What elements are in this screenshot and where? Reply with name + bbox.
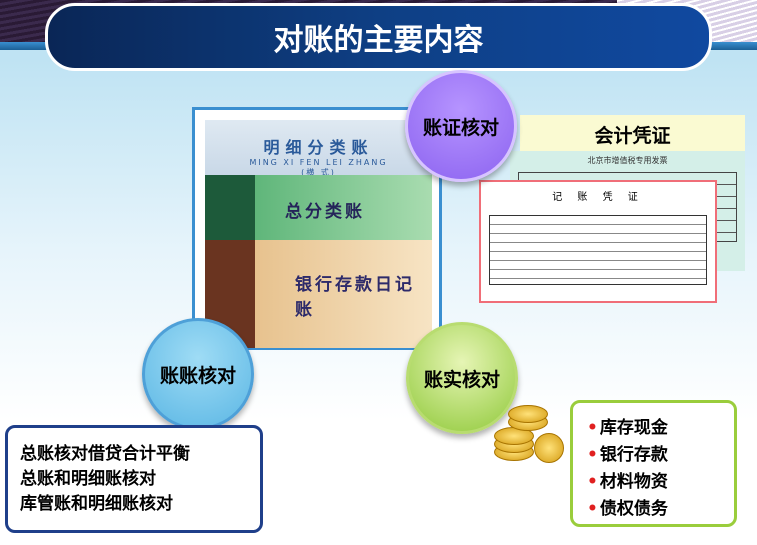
general-ledger-title: 总分类账 xyxy=(285,202,365,222)
coins-icon xyxy=(494,405,574,465)
ledger-check-circle: 账账核对 xyxy=(142,318,254,430)
slide-title: 对账的主要内容 xyxy=(45,3,712,71)
detail-ledger-book: 明细分类账 MING XI FEN LEI ZHANG (横 式) xyxy=(205,120,432,182)
list-item: 总账核对借贷合计平衡 xyxy=(20,444,190,464)
list-item: •债权债务 xyxy=(587,496,720,523)
detail-ledger-title: 明细分类账 xyxy=(263,138,374,157)
voucher-check-circle: 账证核对 xyxy=(405,70,517,182)
list-item-label: 材料物资 xyxy=(599,472,668,492)
detail-ledger-sub: (横 式) xyxy=(301,168,336,177)
bullet-icon: • xyxy=(587,472,598,492)
bank-journal-title: 银行存款日记账 xyxy=(295,275,415,320)
physical-check-circle: 账实核对 xyxy=(406,322,518,434)
ledger-books-image: 明细分类账 MING XI FEN LEI ZHANG (横 式) 总分类账 银… xyxy=(192,107,442,350)
general-ledger-book: 总分类账 xyxy=(205,175,432,240)
list-item: •银行存款 xyxy=(587,442,720,469)
voucher-grid xyxy=(489,215,707,285)
list-item: 库管账和明细账核对 xyxy=(20,494,173,514)
list-item: •材料物资 xyxy=(587,469,720,496)
list-item-label: 库存现金 xyxy=(599,418,668,438)
list-item-label: 银行存款 xyxy=(599,445,668,465)
list-item-label: 债权债务 xyxy=(599,499,668,519)
bullet-icon: • xyxy=(587,445,598,465)
bullet-icon: • xyxy=(587,418,598,438)
detail-ledger-pinyin: MING XI FEN LEI ZHANG xyxy=(249,158,388,167)
list-item: •库存现金 xyxy=(587,415,720,442)
bullet-icon: • xyxy=(587,499,598,519)
physical-check-list: •库存现金 •银行存款 •材料物资 •债权债务 xyxy=(570,400,737,527)
bank-journal-book: 银行存款日记账 xyxy=(205,240,432,348)
list-item: 总账和明细账核对 xyxy=(20,469,156,489)
invoice-title: 北京市增值税专用发票 xyxy=(587,156,668,165)
ledger-check-list: 总账核对借贷合计平衡 总账和明细账核对 库管账和明细账核对 xyxy=(5,425,263,533)
voucher-header: 会计凭证 xyxy=(520,115,745,151)
voucher-image: 记 账 凭 证 xyxy=(479,180,717,303)
voucher-title: 记 账 凭 证 xyxy=(552,192,644,203)
